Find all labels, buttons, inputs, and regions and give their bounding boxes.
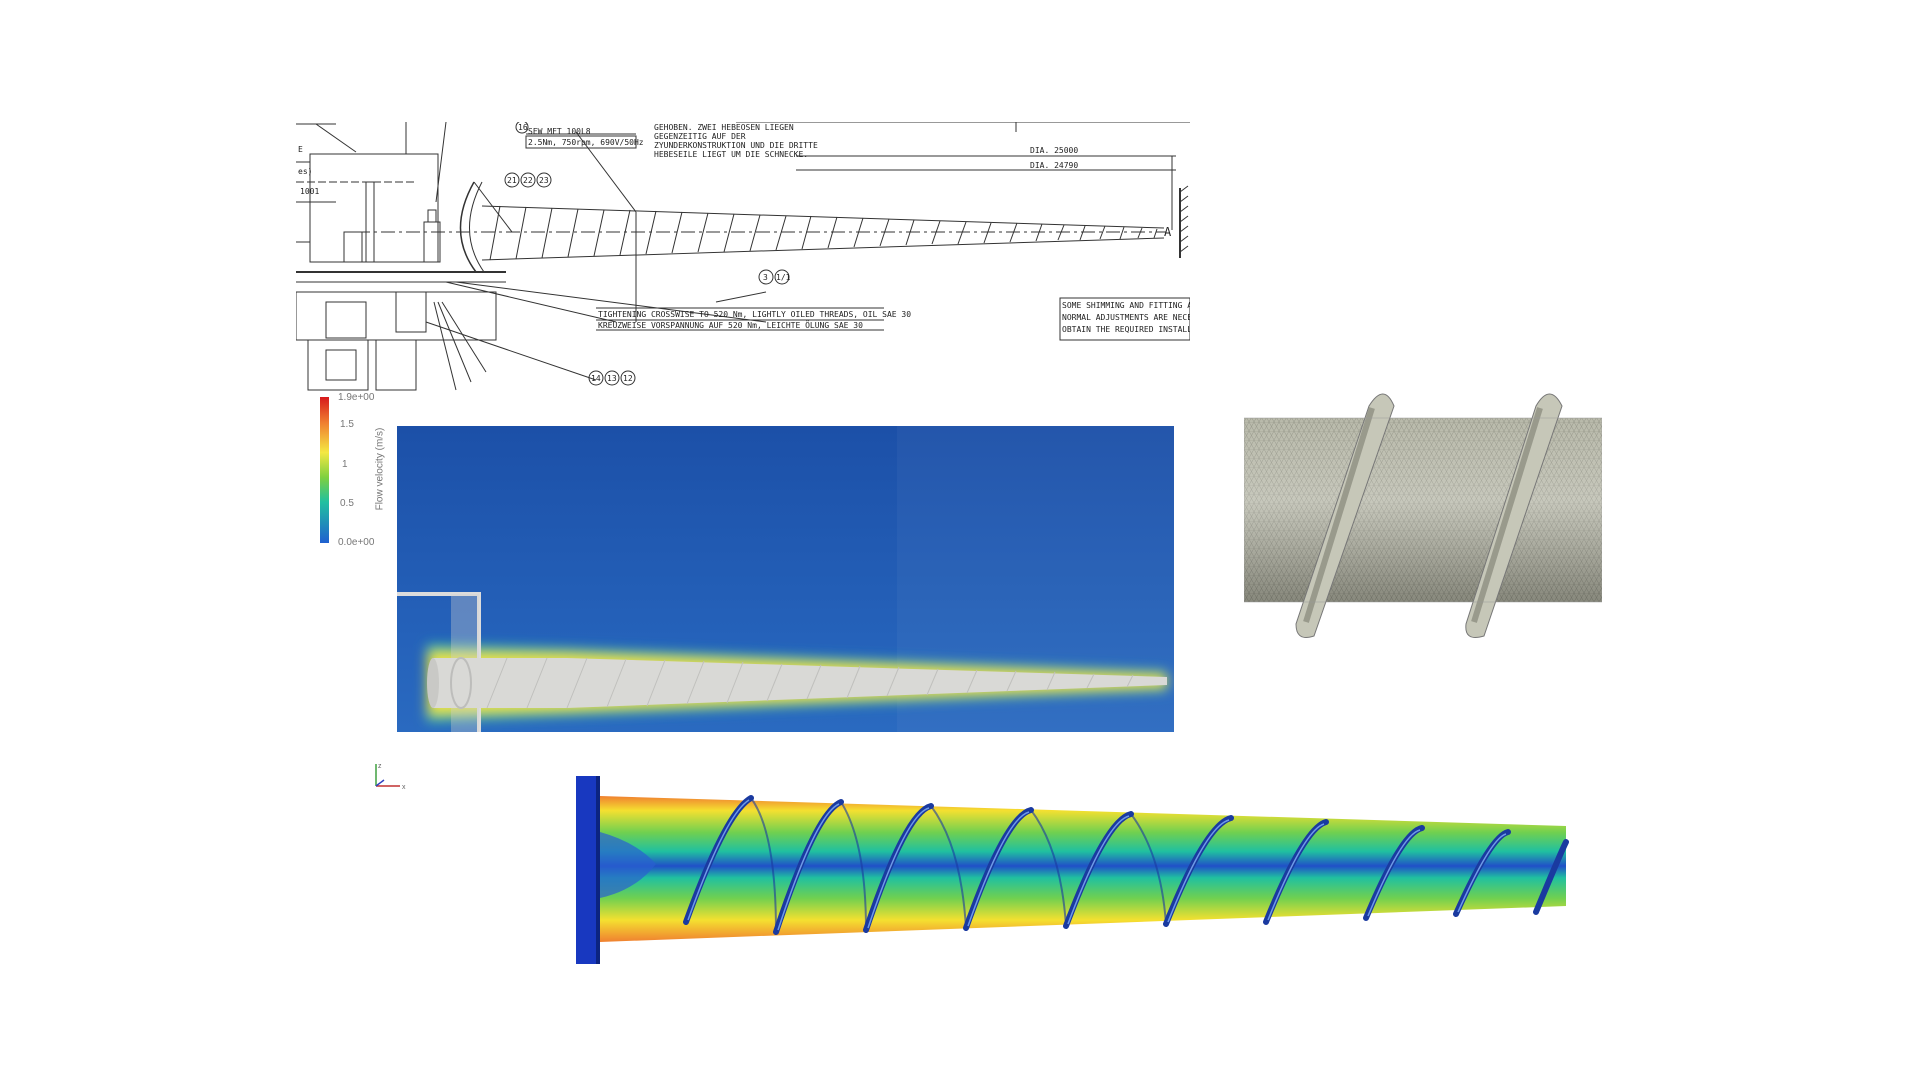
drawing-side-num: 1001 — [300, 187, 319, 196]
shim-note-line3: OBTAIN THE REQUIRED INSTALLATI — [1062, 325, 1190, 334]
colorbar-gradient — [320, 397, 329, 543]
stress-contour-screw — [576, 776, 1569, 964]
motor-spec-line2: 2.5Nm, 750rpm, 690V/50Hz — [528, 138, 644, 147]
colorbar-tick-max: 1.9e+00 — [338, 392, 375, 403]
colorbar-tick-min: 0.0e+00 — [338, 537, 375, 548]
drawing-side-e: E — [298, 145, 303, 154]
svg-text:z: z — [378, 763, 382, 770]
tighten-note-de: KREUZWEISE VORSPANNUNG AUF 520 Nm, LEICH… — [598, 320, 863, 330]
colorbar-title: Flow velocity (m/s) — [374, 427, 386, 511]
axis-triad-icon: z x — [375, 763, 406, 790]
note-de-line4: HEBESEILE LIEGT UM DIE SCHNECKE. — [654, 150, 808, 159]
bubble-14: 14 — [591, 374, 601, 383]
colorbar-tick-1-5: 1.5 — [340, 419, 354, 430]
colorbar-tick-1: 1 — [342, 459, 348, 470]
note-de-line2: GEGENZEITIG AUF DER — [654, 132, 746, 141]
bubble-13: 13 — [607, 374, 617, 383]
bubble-21: 21 — [507, 176, 517, 185]
shim-note-line1: SOME SHIMMING AND FITTING AND C — [1062, 301, 1190, 310]
bubble-12: 12 — [623, 374, 633, 383]
note-de-line3: ZYUNDERKONSTRUKTION UND DIE DRITTE — [654, 141, 818, 150]
colorbar-tick-0-5: 0.5 — [340, 498, 354, 509]
shim-note-line2: NORMAL ADJUSTMENTS ARE NECESS — [1062, 313, 1190, 322]
note-de-line1: GEHOBEN. ZWEI HEBEOSEN LIEGEN — [654, 123, 794, 132]
mesh-closeup — [1244, 393, 1602, 638]
label-a: A — [1164, 225, 1172, 239]
bubble-1-1: 1/1 — [776, 273, 791, 282]
drawing-bubble-top: 16 — [518, 123, 528, 132]
bubble-22: 22 — [523, 176, 533, 185]
motor-spec-line1: SEW MFT 100L8 — [528, 127, 591, 136]
colorbar: 1.9e+00 1.5 1 0.5 0.0e+00 Flow velocity … — [318, 392, 408, 555]
bubble-3: 3 — [763, 273, 768, 282]
bubble-23: 23 — [539, 176, 549, 185]
drawing-side-es: es) — [298, 167, 312, 176]
tighten-note-en: TIGHTENING CROSSWISE TO 520 Nm, LIGHTLY … — [598, 310, 911, 319]
dimension-dia-1: DIA. 25000 — [1030, 146, 1078, 155]
cfd-flow-field — [397, 426, 1174, 732]
technical-drawing: E es) 1001 16 SEW MFT 100L8 2.5Nm, 750rp… — [296, 122, 1190, 391]
dimension-dia-2: DIA. 24790 — [1030, 161, 1078, 170]
svg-text:x: x — [402, 784, 406, 790]
